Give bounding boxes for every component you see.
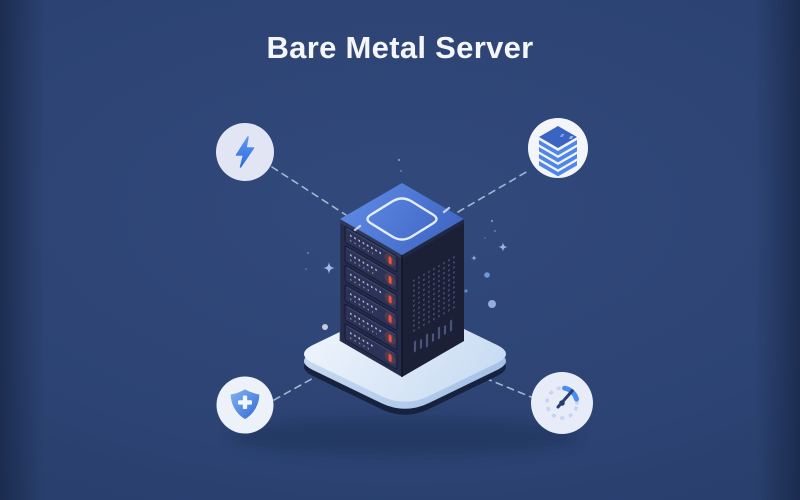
- sparkle-star: [323, 262, 335, 274]
- storage-stack-icon: [528, 118, 588, 178]
- status-led: [388, 295, 392, 304]
- rack-unit: [344, 284, 398, 331]
- server-top-bracket: [353, 197, 451, 241]
- page-title: Bare Metal Server: [266, 30, 534, 65]
- server-rack-units: [344, 226, 398, 370]
- gauge-pivot: [559, 400, 565, 406]
- sparkle-dot: [400, 170, 402, 172]
- server-vent-grid: [413, 255, 455, 353]
- sparkle-star: [470, 254, 478, 262]
- speed-gauge-icon: [531, 372, 593, 434]
- lightning-bolt-icon: [216, 123, 274, 181]
- sparkle-dot: [484, 237, 486, 239]
- status-led: [388, 314, 392, 323]
- security-shield-icon: [216, 376, 274, 434]
- server-tower: [339, 183, 464, 377]
- rack-unit: [344, 304, 398, 350]
- rack-unit: [344, 265, 398, 311]
- stack-glyph: [539, 126, 577, 177]
- status-led: [388, 256, 392, 265]
- rack-unit: [344, 226, 398, 272]
- server-bottom-slats: [413, 319, 453, 353]
- sparkle-dot: [488, 300, 496, 308]
- sparkle-dot: [305, 268, 307, 270]
- connector-top-left: [271, 166, 347, 216]
- platform-dot: [322, 324, 328, 330]
- platform-reflection: [230, 417, 580, 457]
- sparkle-dot: [484, 272, 490, 278]
- status-led: [388, 275, 392, 284]
- sparkle-dot: [490, 219, 494, 223]
- server-top-face: [340, 183, 464, 255]
- sparkle-star: [498, 242, 508, 252]
- status-led: [388, 353, 392, 362]
- sparkle-dot: [307, 252, 309, 254]
- shield-plus-glyph: [238, 395, 252, 409]
- server-side-rim: [402, 219, 464, 259]
- rack-unit: [344, 323, 398, 370]
- sparkle-dot: [494, 230, 496, 232]
- rack-unit: [344, 245, 398, 292]
- sparkle-dot: [397, 158, 401, 162]
- server-side-face: [402, 219, 464, 377]
- connector-top-right: [457, 170, 529, 213]
- sparkle-dot: [464, 289, 468, 293]
- sparkles: [305, 158, 508, 308]
- bolt-glyph: [235, 136, 255, 168]
- status-led: [388, 334, 392, 343]
